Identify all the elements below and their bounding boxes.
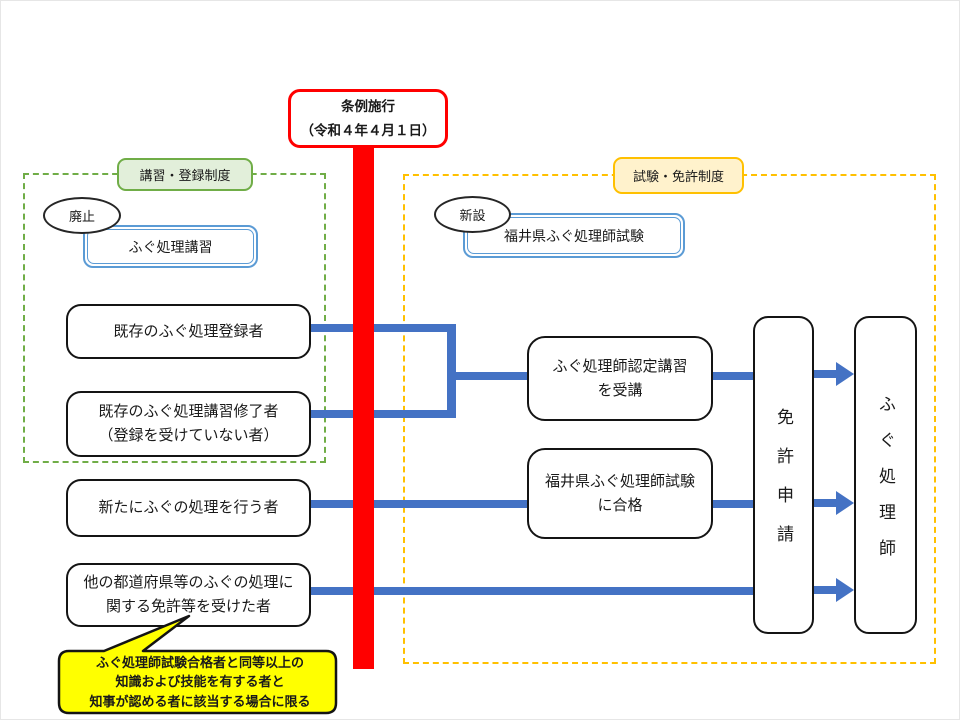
node-other-prefecture-line2: 関する免許等を受けた者 [105, 598, 271, 615]
note-line3: 知事が認める者に該当する場合に限る [89, 693, 311, 709]
note-callout-shape [57, 614, 338, 715]
connector-course-completer [309, 410, 456, 418]
enactment-timeline-bar [353, 146, 374, 669]
node-new-handler-text: 新たにふぐの処理を行う者 [98, 499, 279, 516]
exam-section-label-text: 試験・免許制度 [632, 169, 724, 184]
arrow-course-route-icon [814, 362, 854, 386]
enactment-title-box: 条例施行 （令和４年４月１日） [288, 89, 448, 148]
enactment-title-line2: （令和４年４月１日） [300, 122, 436, 138]
connector-merge-vertical [447, 324, 456, 418]
exam-section-label: 試験・免許制度 [613, 157, 744, 194]
node-certification-course-line1: ふぐ処理師認定講習 [552, 357, 688, 375]
connector-to-certification-course [451, 372, 527, 380]
node-other-prefecture-line1: 他の都道府県等のふぐの処理に [83, 574, 294, 591]
training-section-label-text: 講習・登録制度 [139, 168, 231, 183]
connector-course-to-application [713, 372, 753, 380]
node-pass-exam-line2: に合格 [597, 496, 643, 514]
node-certification-course-line2: を受講 [597, 381, 643, 399]
node-course-completer-line2: （登録を受けていない者） [98, 427, 279, 444]
connector-exam-to-application [713, 500, 753, 508]
note-line2: 知識および技能を有する者と [115, 674, 285, 690]
node-new-handler: 新たにふぐの処理を行う者 [66, 479, 311, 537]
node-license-application-text: 免許申請 [774, 408, 793, 564]
abolished-badge-text: 廃止 [68, 209, 95, 224]
connector-other-prefecture [309, 587, 753, 595]
node-pass-exam-line1: 福井県ふぐ処理師試験 [544, 472, 695, 490]
node-existing-registrant: 既存のふぐ処理登録者 [66, 304, 311, 359]
arrow-other-prefecture-route-icon [814, 578, 854, 602]
note-callout-text: ふぐ処理師試験合格者と同等以上の 知識および技能を有する者と 知事が認める者に該… [61, 654, 339, 710]
node-pass-exam: 福井県ふぐ処理師試験 に合格 [527, 448, 713, 539]
node-course-completer: 既存のふぐ処理講習修了者 （登録を受けていない者） [66, 391, 311, 457]
node-certification-course: ふぐ処理師認定講習 を受講 [527, 336, 713, 421]
training-section-label: 講習・登録制度 [117, 158, 253, 191]
node-fugu-processor-text: ふぐ処理師 [876, 394, 895, 575]
connector-existing-registrant [309, 324, 456, 332]
new-badge-text: 新設 [459, 208, 486, 223]
training-program-text: ふぐ処理講習 [128, 238, 213, 255]
note-line1: ふぐ処理師試験合格者と同等以上の [95, 654, 304, 670]
connector-new-handler [309, 500, 527, 508]
abolished-badge: 廃止 [43, 197, 121, 234]
enactment-title-line1: 条例施行 [341, 98, 395, 114]
exam-program-box: 福井県ふぐ処理師試験 [463, 213, 685, 258]
exam-program-text: 福井県ふぐ処理師試験 [504, 227, 644, 244]
new-badge: 新設 [434, 196, 511, 233]
node-license-application: 免許申請 [753, 316, 814, 634]
training-program-box: ふぐ処理講習 [83, 225, 258, 268]
node-existing-registrant-text: 既存のふぐ処理登録者 [113, 322, 264, 340]
node-fugu-processor: ふぐ処理師 [854, 316, 917, 634]
node-course-completer-line1: 既存のふぐ処理講習修了者 [98, 403, 279, 420]
arrow-exam-route-icon [814, 491, 854, 515]
